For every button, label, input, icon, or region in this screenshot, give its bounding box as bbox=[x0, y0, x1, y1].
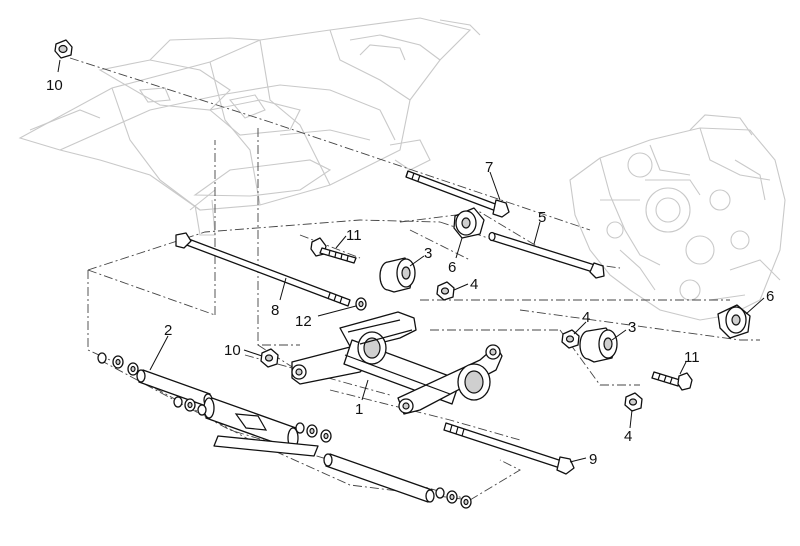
leader-lines bbox=[57, 59, 765, 463]
callout-11-upper: 11 bbox=[346, 227, 362, 244]
callout-6-right: 6 bbox=[766, 288, 774, 305]
callout-2: 2 bbox=[164, 322, 172, 339]
callout-6-top: 6 bbox=[448, 259, 456, 276]
part-5-bolt bbox=[488, 231, 605, 279]
part-7-bolt bbox=[405, 170, 510, 218]
callout-3-upper: 3 bbox=[424, 245, 432, 262]
part-6-bushing-top bbox=[453, 207, 485, 239]
callout-1: 1 bbox=[355, 401, 363, 418]
callout-12: 12 bbox=[295, 313, 312, 330]
part-4-nut-upper bbox=[436, 281, 455, 301]
callout-11-lower: 11 bbox=[684, 349, 700, 366]
frame-ghost-outline bbox=[18, 17, 481, 236]
callout-7: 7 bbox=[485, 159, 493, 176]
part-4-nut-right bbox=[561, 329, 580, 349]
assembly-dash-lines bbox=[69, 57, 760, 501]
part-9-bolt bbox=[443, 422, 575, 475]
callout-4-upper: 4 bbox=[470, 276, 478, 293]
callout-8: 8 bbox=[271, 302, 279, 319]
part-3-mount-upper bbox=[379, 257, 416, 293]
callout-10-top: 10 bbox=[46, 77, 63, 94]
part-3-mount-lower bbox=[579, 327, 618, 363]
part-8-bolt bbox=[175, 232, 351, 307]
part-11-bolt-upper bbox=[310, 237, 357, 264]
part-2-spacer-kit bbox=[97, 352, 472, 509]
callout-labels: 10 7 5 11 3 6 4 8 12 2 10 1 4 3 6 11 4 9 bbox=[46, 77, 774, 468]
part-6-bushing-right bbox=[717, 304, 751, 339]
part-12-washer bbox=[355, 297, 367, 311]
callout-10-lower: 10 bbox=[224, 342, 241, 359]
part-10-nut-top bbox=[54, 39, 73, 59]
callout-4-lower: 4 bbox=[624, 428, 632, 445]
callout-3-lower: 3 bbox=[628, 319, 636, 336]
callout-5: 5 bbox=[538, 209, 546, 226]
callout-4-right: 4 bbox=[582, 309, 590, 326]
part-4-nut-lower bbox=[624, 392, 643, 412]
part-11-bolt-lower bbox=[651, 371, 693, 391]
engine-ghost-outline bbox=[569, 114, 786, 321]
part-1-swing-arm bbox=[291, 311, 503, 415]
callout-9: 9 bbox=[589, 451, 597, 468]
part-10-nut-lower bbox=[260, 348, 279, 368]
